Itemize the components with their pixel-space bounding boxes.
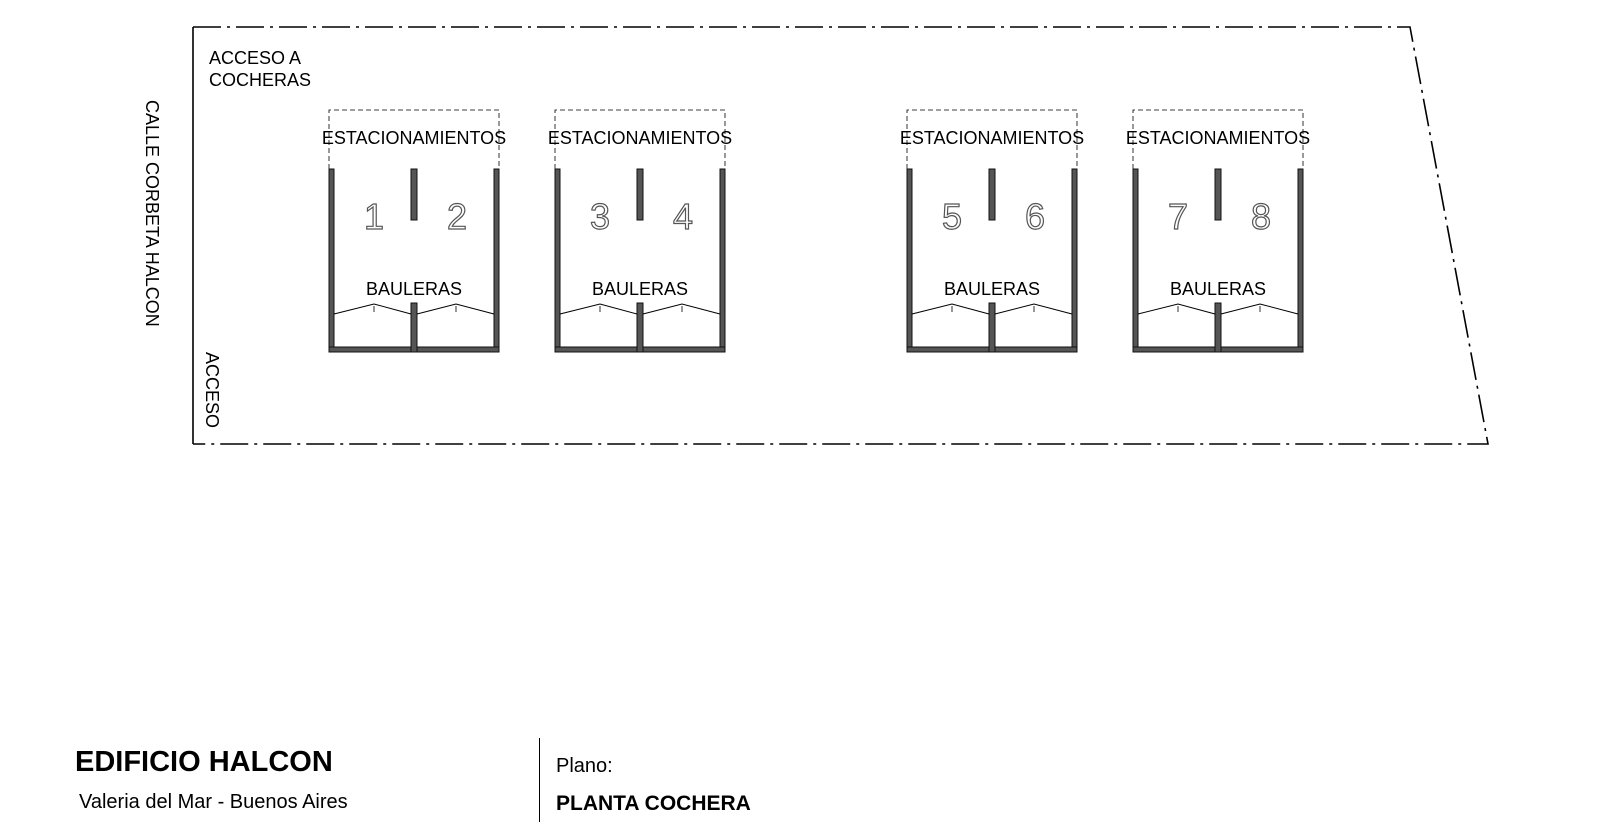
storage-door-line (416, 303, 495, 315)
left-wall (1132, 168, 1139, 353)
storage-label: BAULERAS (592, 279, 688, 299)
storage-divider-wall (410, 302, 418, 353)
parking-space-number: 6 (1025, 196, 1045, 237)
plan-label: Plano: (556, 755, 613, 777)
parking-space-number: 3 (590, 196, 610, 237)
title-block: EDIFICIO HALCON Valeria del Mar - Buenos… (0, 735, 1600, 825)
parking-divider-post (1214, 168, 1222, 221)
storage-label: BAULERAS (366, 279, 462, 299)
parking-space-number: 7 (1168, 196, 1188, 237)
parking-label: ESTACIONAMIENTOS (1126, 128, 1310, 148)
left-wall (554, 168, 561, 353)
parking-label: ESTACIONAMIENTOS (900, 128, 1084, 148)
parking-divider-post (410, 168, 418, 221)
storage-divider-wall (1214, 302, 1222, 353)
storage-divider-wall (988, 302, 996, 353)
right-wall (493, 168, 500, 353)
storage-label: BAULERAS (1170, 279, 1266, 299)
right-wall (719, 168, 726, 353)
storage-door-line (333, 303, 412, 315)
parking-modules: ESTACIONAMIENTOS BAULERAS 1 2 ESTACIONAMIENT… (322, 109, 1310, 353)
parking-area-outline (1132, 109, 1304, 169)
parking-space-number: 5 (942, 196, 962, 237)
storage-label: BAULERAS (944, 279, 1040, 299)
plan-name: PLANTA COCHERA (556, 792, 751, 815)
parking-space-number: 4 (673, 196, 693, 237)
project-name: EDIFICIO HALCON (75, 746, 333, 778)
storage-door-line (642, 303, 721, 315)
title-divider (539, 738, 540, 822)
parking-space-number: 2 (447, 196, 467, 237)
garage-access-label: ACCESO A COCHERAS (209, 48, 311, 90)
storage-door-line (559, 303, 638, 315)
street-name-label: CALLE CORBETA HALCON (142, 100, 162, 327)
access-label: ACCESO (202, 352, 222, 428)
parking-space-number: 8 (1251, 196, 1271, 237)
parking-area-outline (554, 109, 726, 169)
parking-area-outline (906, 109, 1078, 169)
parking-divider-post (636, 168, 644, 221)
left-wall (328, 168, 335, 353)
project-location: Valeria del Mar - Buenos Aires (79, 791, 348, 813)
right-wall (1071, 168, 1078, 353)
lot-boundary (193, 26, 1489, 445)
parking-area-outline (328, 109, 500, 169)
parking-space-number: 1 (364, 196, 384, 237)
parking-divider-post (988, 168, 996, 221)
parking-label: ESTACIONAMIENTOS (548, 128, 732, 148)
left-wall (906, 168, 913, 353)
parking-label: ESTACIONAMIENTOS (322, 128, 506, 148)
storage-door-line (1137, 303, 1216, 315)
storage-door-line (911, 303, 990, 315)
storage-door-line (994, 303, 1073, 315)
storage-divider-wall (636, 302, 644, 353)
right-wall (1297, 168, 1304, 353)
storage-door-line (1220, 303, 1299, 315)
